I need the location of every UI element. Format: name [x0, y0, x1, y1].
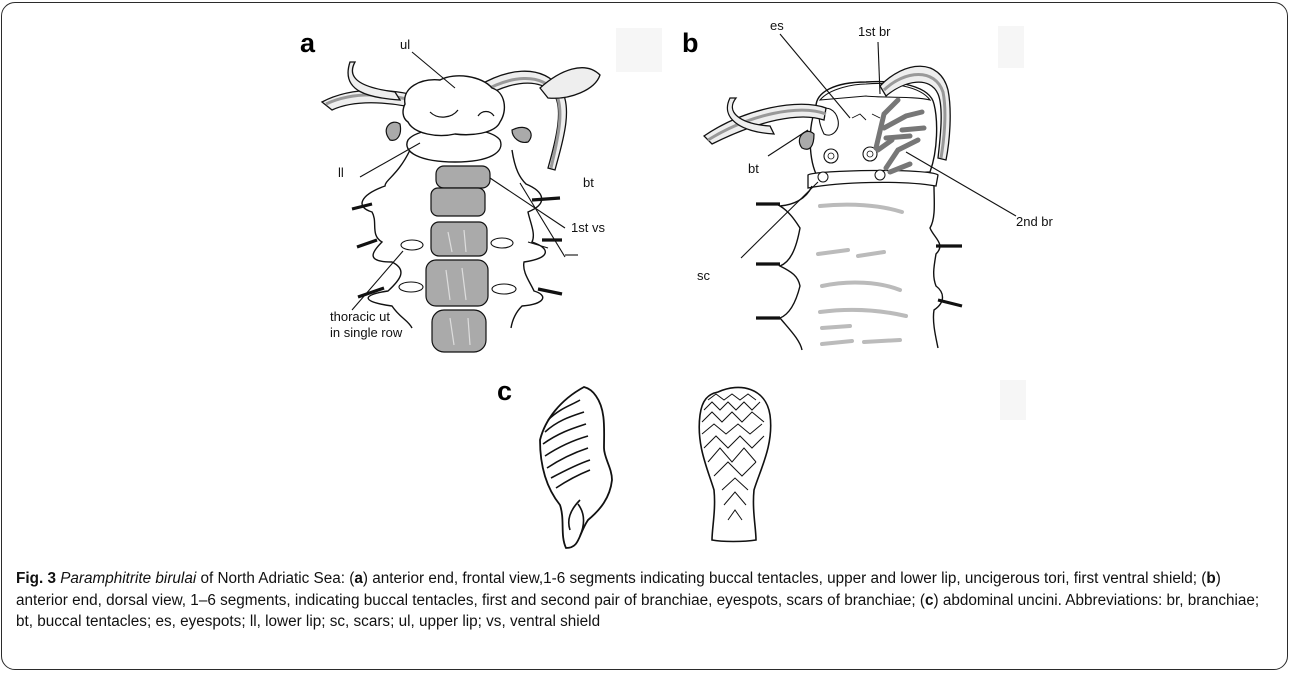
caption-ref-c: c: [925, 592, 934, 609]
faint-square-a: [616, 28, 662, 72]
faint-square-b: [998, 26, 1024, 68]
label-ul: ul: [400, 37, 410, 52]
label-ll: ll: [338, 165, 344, 180]
label-2nd-br: 2nd br: [1016, 214, 1054, 229]
caption-ref-b: b: [1206, 570, 1215, 587]
panel-b-drawing: b: [682, 18, 1054, 350]
panel-a-letter: a: [300, 28, 316, 58]
figure-illustration: a: [0, 0, 1293, 560]
label-sc: sc: [697, 268, 711, 283]
caption-fig-label: Fig. 3: [16, 570, 56, 587]
label-bt-a: bt: [583, 175, 594, 190]
caption-ref-a: a: [354, 570, 363, 587]
label-thoracic-ut: thoracic ut: [330, 309, 390, 324]
label-bt-b: bt: [748, 161, 759, 176]
label-es: es: [770, 18, 784, 33]
caption-species: Paramphitrite birulai: [60, 570, 196, 587]
label-1st-vs: 1st vs: [571, 220, 605, 235]
faint-square-c: [1000, 380, 1026, 420]
panel-b-letter: b: [682, 28, 699, 58]
figure-caption: Fig. 3 Paramphitrite birulai of North Ad…: [16, 568, 1266, 633]
caption-text-2: ) anterior end, frontal view,1-6 segment…: [363, 570, 1206, 587]
panel-c-drawing: c: [497, 376, 771, 548]
label-single-row: in single row: [330, 325, 403, 340]
caption-text-1: of North Adriatic Sea: (: [196, 570, 354, 587]
panel-a-drawing: a: [300, 28, 605, 352]
label-1st-br: 1st br: [858, 24, 891, 39]
panel-c-letter: c: [497, 376, 512, 406]
